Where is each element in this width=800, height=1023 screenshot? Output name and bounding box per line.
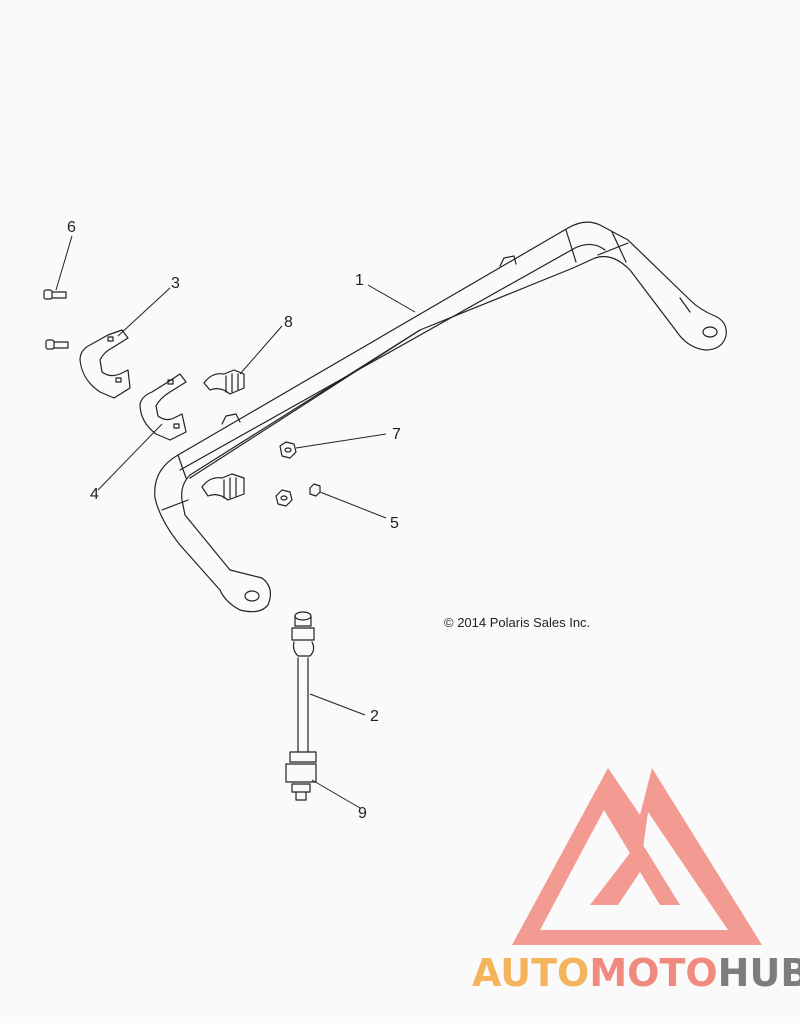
callout-2: 2 (370, 708, 379, 725)
bushing-lower (201, 473, 245, 501)
flange-nut-lower (275, 489, 293, 507)
automotohub-logo-icon (512, 768, 762, 945)
watermark-hub: HUB (718, 951, 800, 995)
callout-6: 6 (67, 219, 76, 236)
watermark-wordmark: AUTOMOTOHUB (472, 951, 800, 995)
callout-3: 3 (171, 275, 180, 292)
copyright-text: © 2014 Polaris Sales Inc. (444, 615, 590, 630)
callout-4: 4 (90, 486, 99, 503)
callout-9: 9 (358, 805, 367, 822)
link-rod (289, 611, 317, 763)
bracket-4 (139, 373, 187, 441)
rod-end-bushing (285, 763, 317, 801)
bracket-3 (79, 329, 131, 399)
bushing-upper (203, 369, 245, 395)
bolt-lower (45, 339, 69, 350)
callout-7: 7 (392, 426, 401, 443)
callout-5: 5 (390, 515, 399, 532)
flange-nut-upper (279, 441, 297, 459)
small-nut (309, 483, 321, 497)
bolt-upper (43, 289, 67, 300)
watermark-auto: AUTO (472, 951, 589, 995)
callout-1: 1 (355, 272, 364, 289)
stabilizer-bar (154, 221, 727, 613)
watermark-moto: MOTO (589, 951, 717, 995)
leader-lines (55, 235, 416, 809)
callout-8: 8 (284, 314, 293, 331)
